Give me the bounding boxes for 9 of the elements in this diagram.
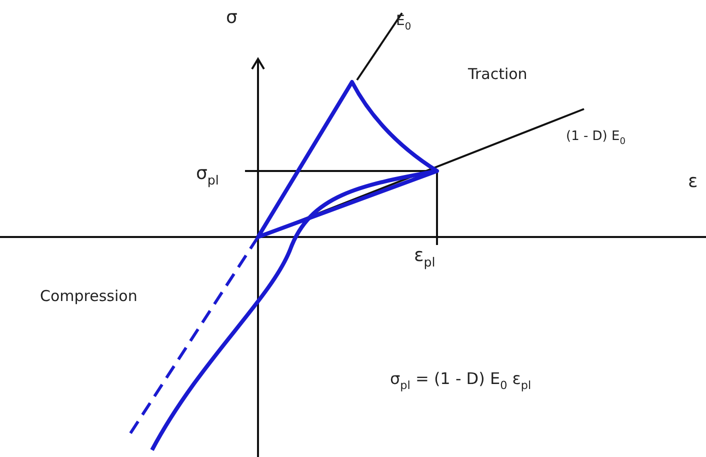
region-label: Compression	[40, 288, 138, 304]
value-label: ε$_{pl}$	[414, 246, 436, 270]
region-label: Traction	[468, 66, 528, 82]
axis-label: σ	[226, 8, 238, 28]
value-label: σ$_{pl}$	[196, 164, 219, 188]
slope-label: E$_{0}$	[396, 14, 412, 34]
axis-label: ε	[688, 172, 698, 192]
equation: σ$_{pl}$ = (1 - D) E$_{0}$ ε$_{pl}$	[390, 370, 532, 392]
slope-label: (1 - D) E$_{0}$	[566, 130, 626, 148]
